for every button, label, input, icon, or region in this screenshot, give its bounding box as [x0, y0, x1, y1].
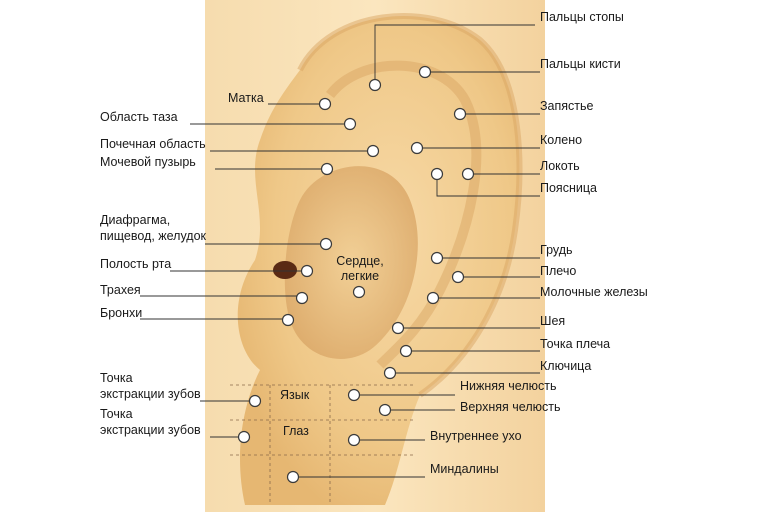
connector-lines [140, 24, 540, 478]
ear-canal [273, 261, 297, 279]
label-mochevoy: Мочевой пузырь [100, 155, 196, 169]
label-verhnyaya: Верхняя челюсть [460, 400, 561, 414]
antihelix-fold [326, 60, 482, 369]
label-oblast-taza: Область таза [100, 110, 178, 124]
label-yazyk: Язык [280, 388, 310, 402]
reflex-points [237, 65, 475, 484]
label-sheya: Шея [540, 314, 566, 328]
label-polost-rta: Полость рта [100, 257, 172, 271]
label-bronhi: Бронхи [100, 306, 143, 320]
label-poyasnica: Поясница [540, 181, 597, 195]
label-palcy-kisti: Пальцы кисти [540, 57, 621, 71]
lobe-grid [230, 384, 415, 505]
label-traheya: Трахея [100, 283, 141, 297]
label-lokot: Локоть [540, 159, 580, 173]
label-diafragma-2: пищевод, желудок [100, 229, 207, 243]
label-palcy-stopy: Пальцы стопы [540, 10, 624, 24]
label-zub2-2: экстракции зубов [100, 423, 201, 437]
label-nizhnyaya: Нижняя челюсть [460, 379, 557, 393]
label-pochechnaya: Почечная область [100, 137, 206, 151]
label-zub1-1: Точка [100, 371, 133, 385]
label-grud: Грудь [540, 243, 573, 257]
label-plecho: Плечо [540, 264, 577, 278]
label-diafragma-1: Диафрагма, [100, 213, 171, 227]
label-mindaliny: Миндалины [430, 462, 499, 476]
label-matka: Матка [228, 91, 264, 105]
label-serdce-2: легкие [340, 269, 380, 283]
label-klyuchica: Ключица [540, 359, 592, 373]
label-koleno: Колено [540, 133, 583, 147]
label-zub1-2: экстракции зубов [100, 387, 201, 401]
label-tochka-plecha: Точка плеча [540, 337, 611, 351]
concha [284, 166, 418, 359]
label-molochnye: Молочные железы [540, 285, 648, 299]
label-zapyastye: Запястье [540, 99, 594, 113]
label-glaz: Глаз [283, 424, 309, 438]
label-vnutrennee: Внутреннее ухо [430, 429, 522, 443]
label-zub2-1: Точка [100, 407, 133, 421]
label-serdce-1: Сердце, [336, 254, 384, 268]
helix-rim [297, 13, 523, 398]
